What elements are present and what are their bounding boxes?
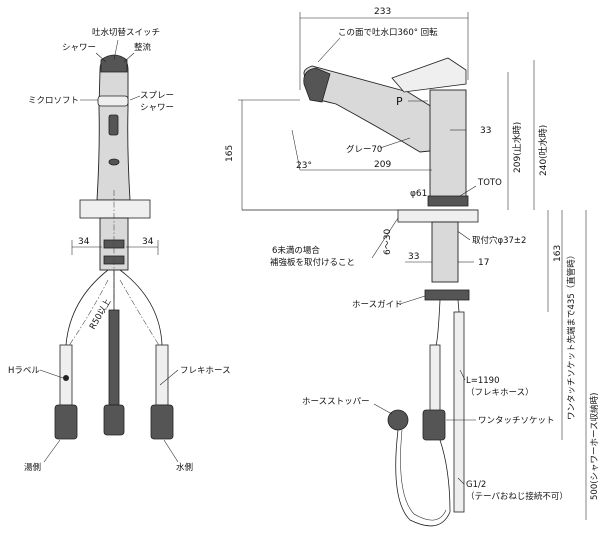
dim-165: 165 [225,145,235,162]
label-hole: 取付穴φ37±2 [472,235,526,246]
front-head [100,54,128,73]
front-view: 34 34 R50以上 吐水切替スイッチ シャワー 整流 ミクロソフト スプレー… [8,27,231,473]
side-shower-hose-loop [395,429,451,527]
dim-v500: 500(シャワーホース収納時) [589,393,600,500]
label-flexi-hose: フレキホース [180,366,231,376]
dim-17: 17 [478,258,489,268]
side-one-touch-socket [422,409,446,441]
label-shower: シャワー [62,43,96,53]
label-spray-shower: シャワー [140,103,174,113]
label-spray: スプレー [140,91,174,101]
label-h: Hラベル [8,366,40,376]
front-lever-knob [108,158,120,166]
center-fitting [103,404,125,436]
dim-v435: ワンタッチソケット先端まで435（直管時） [566,251,577,420]
side-view: 233 この面で吐水口360° 回転 P 33 グレー70 23° 209 16… [225,7,600,527]
side-pipe-left [429,344,441,416]
label-gray: グレー70 [346,144,382,155]
side-pipe-right [453,311,465,513]
label-g12: G1/2 [466,480,486,490]
label-micro-soft: ミクロソフト [28,96,79,106]
side-hose-stopper [387,409,409,431]
label-taper: （テーパおねじ接続不可） [466,491,568,502]
label-switch: 吐水切替スイッチ [92,27,160,38]
side-hose-guide [424,289,470,301]
dim-163: 163 [553,245,563,262]
cold-fitting [150,404,174,440]
cold-pipe [155,344,169,406]
note-line2: 補強板を取付けること [270,257,355,268]
side-base [427,195,469,207]
dim-right-34: 34 [142,237,154,247]
dim-phi61: φ61 [410,189,427,199]
side-spout-head [303,67,331,103]
note-line1: 6未満の場合 [272,245,320,256]
front-switch [108,114,119,136]
label-cold-side: 水側 [176,462,193,473]
front-counter [79,199,151,219]
dim-v209: 209(止水時) [511,122,523,173]
dim-6-30: 6～30 [383,229,393,255]
label-rotation: この面で吐水口360° 回転 [338,27,438,38]
label-p: P [396,95,403,108]
side-shank [431,221,459,283]
dim-209-horizontal: 209 [374,160,391,170]
label-hose-stopper: ホースストッパー [302,397,370,407]
dim-33-bottom: 33 [408,252,419,262]
dim-233: 233 [374,7,391,17]
label-hose-guide: ホースガイド [352,299,403,310]
dim-33-top: 33 [480,126,491,136]
label-flexi-len: L=1190 [466,376,500,386]
dim-left-34: 34 [78,237,90,247]
label-toto: TOTO [477,178,502,188]
dim-v240: 240(吐水時) [537,125,549,176]
side-column [429,89,467,203]
front-nozzle-ring [97,95,129,107]
label-one-touch: ワンタッチソケット [478,416,555,426]
dim-23deg: 23° [296,161,312,171]
hot-fitting [54,404,78,440]
label-flexi-name: （フレキホース） [466,387,534,398]
label-seiryu: 整流 [134,42,152,53]
label-hot-side: 湯側 [24,462,41,473]
center-flexi-hose [108,309,120,406]
side-counter [397,209,479,223]
side-lever [391,57,467,93]
